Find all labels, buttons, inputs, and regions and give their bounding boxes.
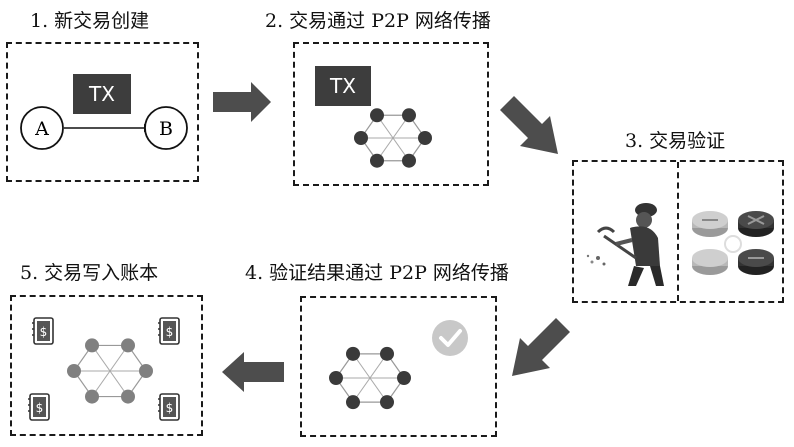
step-5-label: 5. 交易写入账本 bbox=[20, 262, 159, 284]
network-node bbox=[346, 346, 360, 361]
network-node bbox=[402, 108, 416, 123]
step-2-label: 2. 交易通过 P2P 网络传播 bbox=[265, 10, 491, 32]
node-a-label: A bbox=[34, 118, 49, 140]
tx-block: TX bbox=[315, 66, 371, 106]
node-a-circle bbox=[20, 106, 64, 150]
transaction-a-to-b: A B bbox=[20, 106, 188, 150]
network-node bbox=[354, 131, 368, 145]
router-icon bbox=[692, 211, 774, 275]
box-divider bbox=[677, 162, 679, 301]
node-b-circle bbox=[144, 106, 188, 150]
miner-icon bbox=[586, 203, 664, 286]
checkmark-icon bbox=[432, 320, 468, 356]
step-1-box: TX A B bbox=[6, 42, 199, 182]
arrow-right-icon bbox=[213, 82, 271, 122]
network-edge bbox=[91, 345, 129, 397]
network-node bbox=[139, 364, 153, 378]
ledger-glyph: $ bbox=[36, 401, 44, 415]
network-node bbox=[402, 153, 416, 168]
ledger-glyph: $ bbox=[166, 401, 174, 415]
step-4-label: 4. 验证结果通过 P2P 网络传播 bbox=[245, 262, 509, 284]
step-3-label: 3. 交易验证 bbox=[625, 130, 726, 152]
network-node bbox=[380, 346, 394, 361]
network-node bbox=[346, 395, 360, 410]
ledger-glyph: $ bbox=[166, 325, 174, 339]
network-node bbox=[397, 371, 411, 385]
network-edge bbox=[376, 114, 410, 162]
network-node bbox=[67, 364, 81, 378]
network-node bbox=[380, 395, 394, 410]
network-node bbox=[121, 338, 135, 353]
step-1-label: 1. 新交易创建 bbox=[30, 10, 150, 32]
step-3-box bbox=[572, 160, 784, 303]
network-node bbox=[370, 108, 384, 123]
network-node bbox=[418, 131, 432, 145]
network-node bbox=[370, 153, 384, 168]
arrow-down-right-icon bbox=[500, 96, 558, 154]
step-4-box bbox=[300, 296, 497, 437]
network-node bbox=[121, 389, 135, 404]
tx-block: TX bbox=[73, 74, 131, 114]
step-2-box: TX bbox=[293, 42, 489, 186]
node-b-label: B bbox=[159, 118, 173, 140]
arrow-down-left-icon bbox=[512, 318, 570, 376]
ledger-book-icon: $ bbox=[158, 393, 180, 421]
p2p-network bbox=[354, 108, 432, 168]
p2p-network bbox=[329, 346, 411, 410]
ledger-book-icon: $ bbox=[28, 393, 50, 421]
ledger-book-icon: $ bbox=[32, 317, 54, 345]
network-node bbox=[329, 371, 343, 385]
step-5-box: $ $ $ $ bbox=[10, 295, 203, 436]
arrow-left-icon bbox=[222, 352, 284, 392]
ledger-book-icon: $ bbox=[158, 317, 180, 345]
p2p-network bbox=[67, 338, 153, 404]
network-node bbox=[85, 338, 99, 353]
network-edge bbox=[352, 353, 388, 403]
ledger-glyph: $ bbox=[40, 325, 48, 339]
network-node bbox=[85, 389, 99, 404]
